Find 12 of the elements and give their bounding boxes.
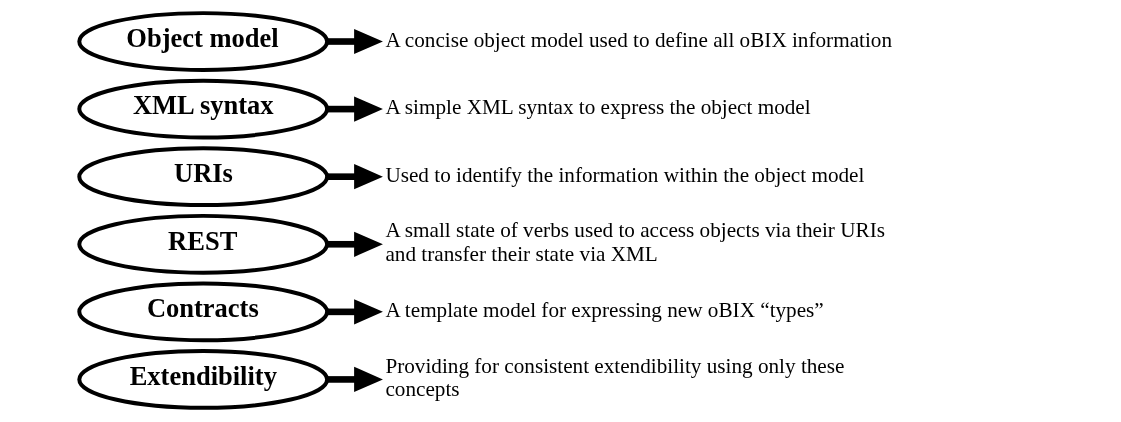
node-text: A simple XML syntax to express the object model: [384, 95, 811, 120]
node-ellipse: Extendibility: [76, 349, 329, 410]
node-ellipse: XML syntax: [76, 78, 329, 140]
node-text: A template model for expressing new oBIX “types”: [384, 297, 824, 322]
node-ellipse: REST: [76, 213, 329, 275]
node-text: Providing for consistent extendibility using only these concepts: [384, 353, 844, 402]
node-text: A small state of verbs used to access objects via their URIs and transfer their state via XML: [384, 218, 885, 267]
node-ellipse: URIs: [76, 146, 329, 208]
node-text: Used to identify the information within the object model: [384, 162, 864, 187]
node-ellipse: Contracts: [76, 281, 329, 343]
node-text: A concise object model used to define all oBIX information: [384, 27, 892, 52]
node-ellipse: Object model: [76, 11, 329, 72]
